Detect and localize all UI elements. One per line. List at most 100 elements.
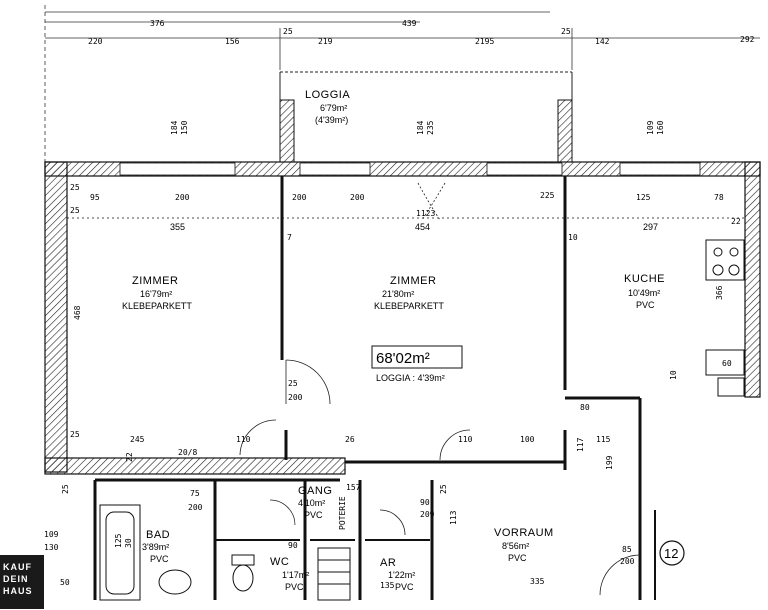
loggia-column-right [557, 99, 573, 163]
dim-200a: 200 [175, 193, 190, 202]
toilet [231, 554, 255, 592]
dim-468: 468 [73, 305, 82, 320]
dim-200b: 200 [292, 193, 307, 202]
total-area-box [371, 345, 463, 369]
bathtub [99, 504, 141, 601]
exterior-walls [44, 161, 761, 475]
dim-150a: 150 [180, 120, 189, 135]
dim-b100: 100 [520, 435, 535, 444]
dim-g200: 200 [188, 503, 203, 512]
wc-floor: PVC [285, 582, 304, 592]
dim-bad30: 30 [124, 538, 133, 548]
dim-355: 355 [170, 222, 185, 232]
dim-25-a: 25 [70, 183, 80, 192]
dim-b25: 25 [70, 430, 80, 439]
dim-vr85: 85 [622, 545, 632, 554]
bad-floor: PVC [150, 554, 169, 564]
kuche-area: 10'49m² [628, 288, 660, 298]
ar-floor: PVC [395, 582, 414, 592]
dim-k10: 10 [669, 370, 678, 380]
dim-220: 220 [88, 37, 103, 46]
dim-366: 366 [715, 285, 724, 300]
dim-439: 439 [402, 19, 417, 28]
dim-k60: 60 [722, 359, 732, 368]
dim-bad130: 130 [44, 543, 59, 552]
dim-200c: 200 [350, 193, 365, 202]
unit-number-circle [659, 540, 685, 566]
dim-g90: 90 [420, 498, 430, 507]
gang-shelving [317, 547, 351, 601]
sink [158, 569, 192, 595]
interior-walls [67, 176, 745, 600]
dim-125: 125 [636, 193, 651, 202]
dim-1123: 1123 [416, 209, 435, 218]
dim-200-d: 200 [288, 393, 303, 402]
zimmer1-area: 16'79m² [140, 289, 172, 299]
dim-bad125: 125 [114, 533, 123, 548]
total-area: 68'02m² [376, 350, 430, 367]
logo-line-3: HAUS [3, 586, 33, 596]
dim-2195a: 219 [318, 37, 333, 46]
dim-109: 109 [646, 120, 655, 135]
top-dimension-text: 376 439 220 156 25 219 2195 25 142 292 [88, 19, 755, 46]
dim-297: 297 [643, 222, 658, 232]
dim-vr200: 200 [620, 557, 635, 566]
lower-dimension-text: 25 245 110 26 110 100 20/8 22 80 117 115… [61, 359, 732, 494]
dim-wc90: 90 [288, 541, 298, 550]
zimmer2-floor: KLEBEPARKETT [374, 301, 444, 311]
dim-184a: 184 [170, 120, 179, 135]
dim-b110b: 110 [458, 435, 473, 444]
dim-b110a: 110 [236, 435, 251, 444]
dim-95: 95 [90, 193, 100, 202]
dim-k25: 25 [61, 484, 70, 494]
dim-b26: 26 [345, 435, 355, 444]
wc-name: WC [270, 556, 289, 568]
bad-name: BAD [146, 529, 170, 541]
kitchen-stove [705, 239, 745, 397]
dim-k117: 117 [576, 437, 585, 452]
logo-line-1: KAUF [3, 562, 32, 572]
dim-235: 235 [426, 120, 435, 135]
dim-1425: 142 [595, 37, 610, 46]
dim-k80: 80 [580, 403, 590, 412]
dim-g113: 113 [449, 510, 458, 525]
zimmer1-floor: KLEBEPARKETT [122, 301, 192, 311]
poterie-label: POTERIE [338, 496, 347, 530]
dim-184b: 184 [416, 120, 425, 135]
dim-160: 160 [656, 120, 665, 135]
dim-10: 10 [568, 233, 578, 242]
loggia-area-net: (4'39m²) [315, 115, 348, 125]
dim-b245: 245 [130, 435, 145, 444]
dim-292: 292 [740, 35, 755, 44]
loggia-area: 6'79m² [320, 103, 347, 113]
logo-line-2: DEIN [3, 574, 29, 584]
zimmer2-name: ZIMMER [390, 275, 436, 287]
windows [119, 162, 701, 176]
dim-g157: 157 [346, 483, 361, 492]
dim-7: 7 [287, 233, 292, 242]
zimmer2-area: 21'80m² [382, 289, 414, 299]
loggia-outline [279, 71, 573, 100]
loggia-name: LOGGIA [305, 89, 350, 101]
dim-k115: 115 [596, 435, 611, 444]
dim-b22: 22 [125, 452, 134, 462]
dim-225: 225 [540, 191, 555, 200]
ar-name: AR [380, 557, 396, 569]
dim-376: 376 [150, 19, 165, 28]
dim-22: 22 [731, 217, 741, 226]
kuche-name: KUCHE [624, 273, 665, 285]
loggia-column-left [279, 99, 295, 163]
dim-25b: 25 [561, 27, 571, 36]
kuche-floor: PVC [636, 300, 655, 310]
dim-156: 156 [225, 37, 240, 46]
dim-g75: 75 [190, 489, 200, 498]
gang-floor: PVC [304, 510, 323, 520]
gang-dimension-text: 75 200 157 90 209 113 25 [188, 483, 458, 525]
wc-area: 1'17m² [282, 570, 309, 580]
dim-g209: 209 [420, 510, 435, 519]
dim-vr335: 335 [530, 577, 545, 586]
unit-number: 12 [664, 546, 678, 561]
dim-25-b: 25 [70, 206, 80, 215]
ar-area: 1'22m² [388, 570, 415, 580]
dim-bad50: 50 [60, 578, 70, 587]
